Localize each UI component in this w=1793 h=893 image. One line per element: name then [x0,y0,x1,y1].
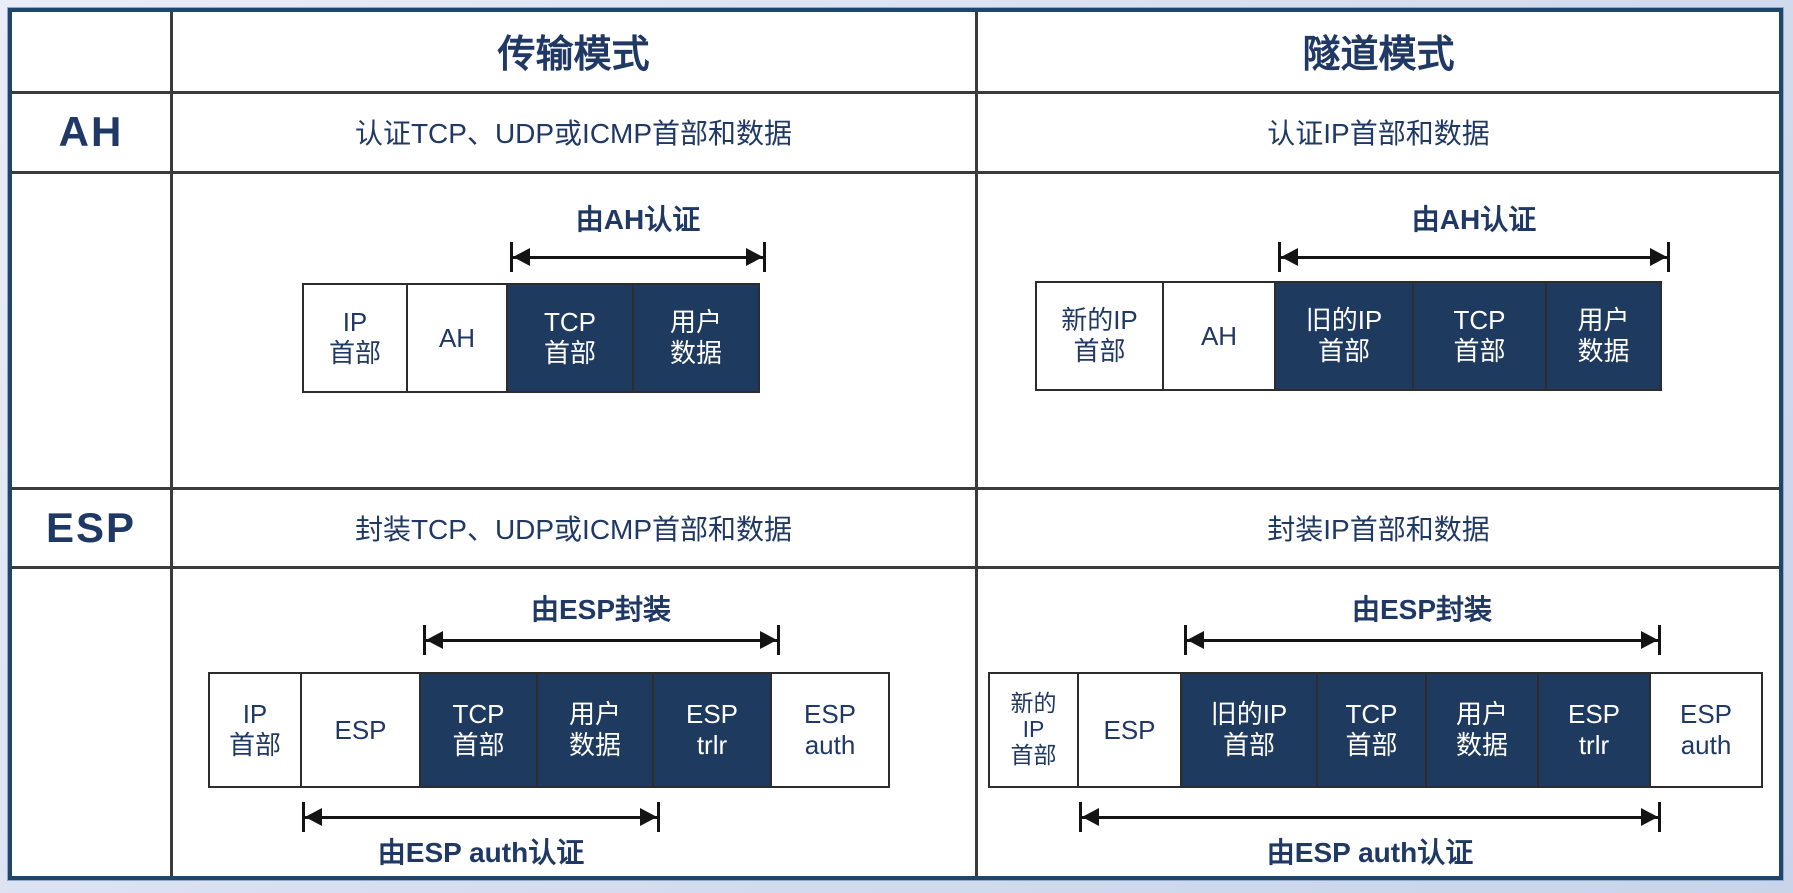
packet-field-esp: ESP [300,672,421,788]
ah-transport-arrow-label: 由AH认证 [575,204,701,235]
packet-field-ah: AH [1162,281,1276,391]
packet-field-tcp-header: TCP 首部 [1316,672,1427,788]
ah-transport-description: 认证TCP、UDP或ICMP首部和数据 [354,118,793,149]
packet-field-tcp-header: TCP 首部 [506,283,634,393]
packet-field-tcp-header: TCP 首部 [1412,281,1547,391]
grid-hline-ah-diagram [12,487,1779,490]
row-label-esp: ESP [45,503,137,551]
esp-transport-encap-label: 由ESP封装 [530,594,672,625]
esp-tunnel-encap-label: 由ESP封装 [1351,594,1493,625]
packet-field-user-data: 用户 数据 [1545,281,1662,391]
grid-vline-mode-col [975,12,978,876]
esp-transport-packet-diagram: IP 首部 ESP TCP 首部 用户 数据 ESP trlr ESP auth [208,672,890,788]
packet-field-esp-auth: ESP auth [1649,672,1763,788]
packet-field-ah: AH [406,283,508,393]
grid-hline-esp-desc [12,566,1779,569]
esp-tunnel-packet-diagram: 新的 IP 首部 ESP 旧的IP 首部 TCP 首部 用户 数据 ESP tr… [988,672,1763,788]
packet-field-ip-header: IP 首部 [302,283,408,393]
packet-field-user-data: 用户 数据 [536,672,654,788]
ah-transport-packet-diagram: IP 首部 AH TCP 首部 用户 数据 [302,283,760,393]
grid-hline-header [12,91,1779,94]
ah-tunnel-packet-diagram: 新的IP 首部 AH 旧的IP 首部 TCP 首部 用户 数据 [1035,281,1662,391]
header-transport-mode: 传输模式 [497,34,650,76]
packet-field-old-ip-header: 旧的IP 首部 [1274,281,1414,391]
packet-field-esp: ESP [1077,672,1182,788]
packet-field-new-ip-header: 新的IP 首部 [1035,281,1164,391]
grid-vline-label-col [170,12,173,876]
ah-tunnel-arrow-label: 由AH认证 [1411,204,1537,235]
esp-transport-description: 封装TCP、UDP或ICMP首部和数据 [354,513,793,545]
esp-transport-auth-label: 由ESP auth认证 [377,837,585,868]
packet-field-tcp-header: TCP 首部 [419,672,538,788]
packet-field-esp-trailer: ESP trlr [652,672,772,788]
header-tunnel-mode: 隧道模式 [1302,34,1455,76]
packet-field-old-ip-header: 旧的IP 首部 [1180,672,1318,788]
row-label-ah: AH [58,108,124,155]
packet-field-user-data: 用户 数据 [632,283,760,393]
packet-field-esp-auth: ESP auth [770,672,890,788]
ah-tunnel-description: 认证IP首部和数据 [1267,118,1490,149]
packet-field-new-ip-header: 新的 IP 首部 [988,672,1079,788]
esp-tunnel-auth-label: 由ESP auth认证 [1266,837,1474,868]
packet-field-ip-header: IP 首部 [208,672,302,788]
esp-tunnel-description: 封装IP首部和数据 [1267,513,1490,545]
grid-hline-ah-desc [12,171,1779,174]
packet-field-esp-trailer: ESP trlr [1537,672,1651,788]
packet-field-user-data: 用户 数据 [1425,672,1539,788]
